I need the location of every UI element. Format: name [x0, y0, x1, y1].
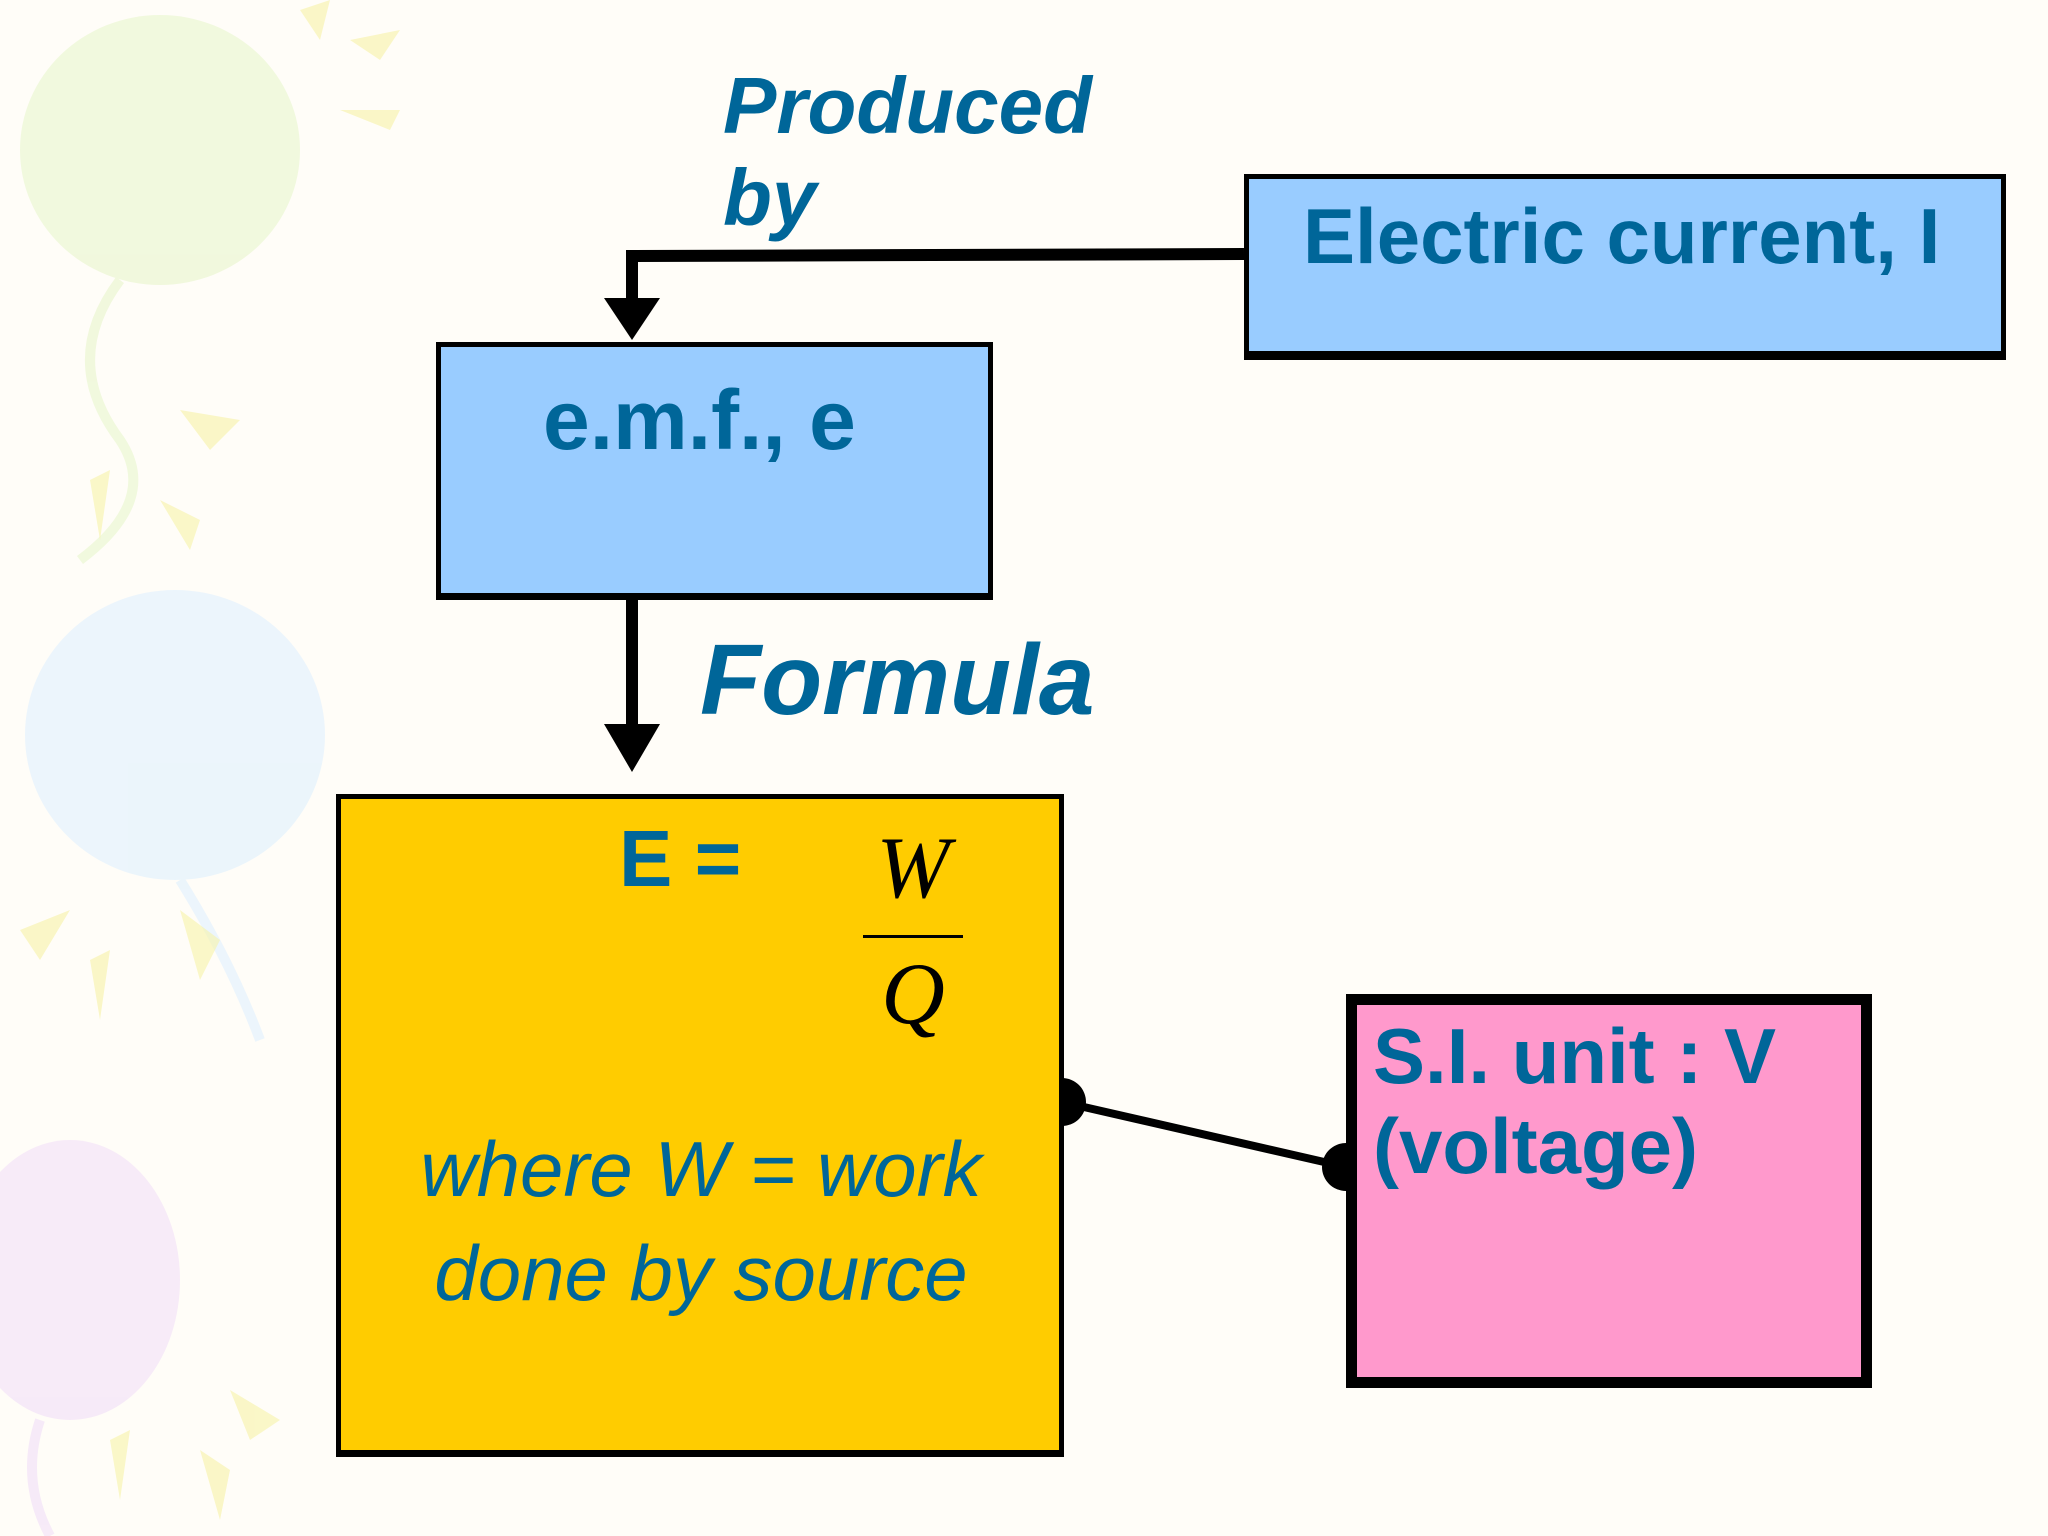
formula-note: where W = work done by source [371, 1117, 1031, 1325]
sun-rays-bottom [110, 1390, 280, 1520]
fraction-bar [863, 935, 963, 938]
balloon-green [20, 15, 300, 564]
arrowhead-to-emf [604, 298, 660, 340]
balloon-purple [0, 1140, 180, 1536]
si-unit-line-2: (voltage) [1373, 1102, 1699, 1190]
connector-formula-to-unit [1061, 1098, 1347, 1171]
si-unit-text: S.I. unit : V (voltage) [1373, 1011, 1776, 1191]
fraction-numerator: W [876, 820, 950, 917]
fraction-denominator: Q [881, 946, 945, 1043]
electric-current-box: Electric current, I [1244, 174, 2006, 360]
arrowhead-to-formula [604, 724, 660, 772]
balloon-blue [25, 590, 325, 1042]
si-unit-line-1: S.I. unit : V [1373, 1012, 1776, 1100]
equation-lhs: E = [619, 814, 742, 903]
formula-note-line-2: done by source [434, 1229, 968, 1317]
connector-current-to-emf [626, 248, 1245, 310]
electric-current-label: Electric current, I [1303, 192, 1941, 280]
sun-rays-top [90, 0, 400, 550]
produced-by-line-1: Produced [723, 61, 1092, 150]
emf-label: e.m.f., e [543, 373, 856, 467]
sun-rays-mid [20, 910, 220, 1020]
formula-box: E = W Q where W = work done by source [336, 794, 1064, 1457]
emf-box: e.m.f., e [436, 342, 993, 600]
produced-by-label: Produced by [723, 60, 1092, 244]
produced-by-line-2: by [723, 153, 817, 242]
formula-label: Formula [700, 624, 1095, 736]
si-unit-box: S.I. unit : V (voltage) [1346, 994, 1872, 1388]
formula-note-line-1: where W = work [420, 1125, 982, 1213]
